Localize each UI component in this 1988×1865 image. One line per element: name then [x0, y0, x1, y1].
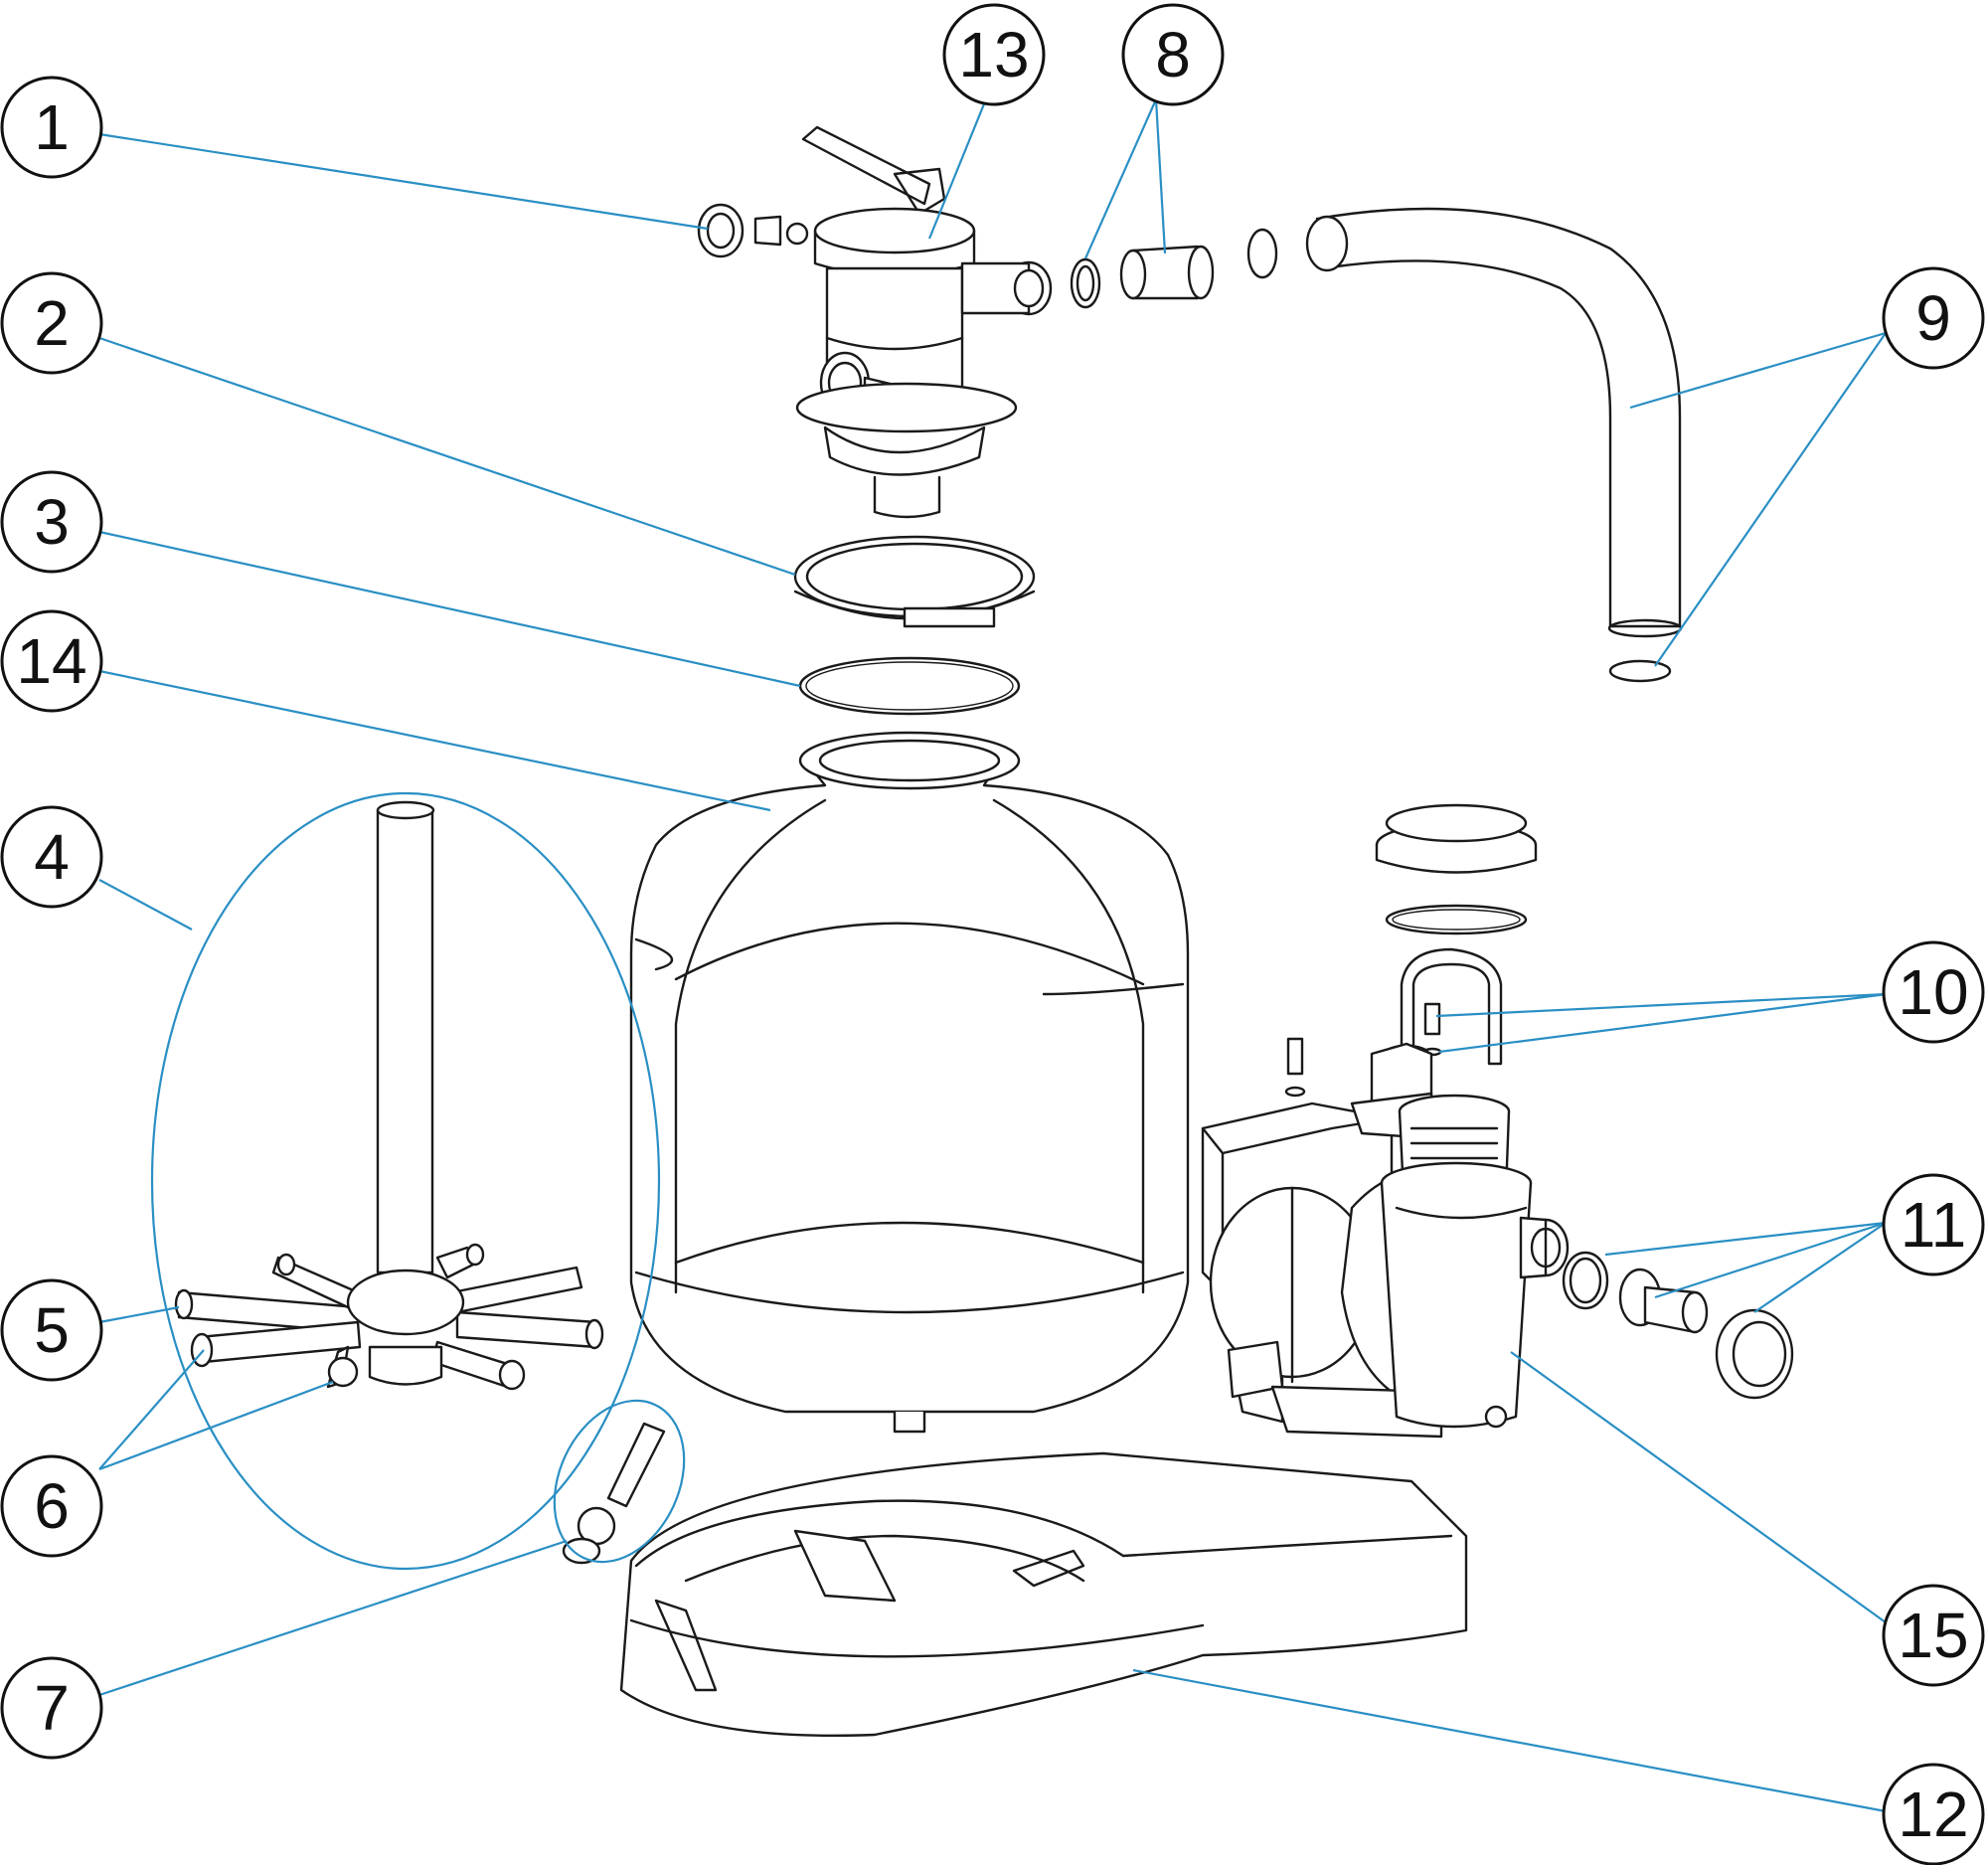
leader-line-7	[98, 1539, 568, 1697]
callout-11: 11	[1882, 1173, 1985, 1276]
pump-drawing	[1201, 1042, 1570, 1439]
leader-line-15	[1510, 1351, 1887, 1623]
leader-line-8a	[1083, 98, 1158, 259]
callout-9: 9	[1882, 266, 1985, 370]
callout-5: 5	[0, 1278, 103, 1382]
callout-label-8: 8	[1155, 19, 1191, 90]
filter-tank-drawing	[629, 731, 1190, 1434]
callout-7: 7	[0, 1656, 103, 1760]
union-connector-drawing	[1070, 245, 1215, 309]
callout-label-6: 6	[34, 1470, 70, 1542]
laterals-assembly-drawing	[174, 800, 604, 1391]
callout-label-2: 2	[34, 287, 70, 359]
callout-label-14: 14	[16, 625, 86, 697]
callout-label-4: 4	[34, 821, 70, 893]
callout-3: 3	[0, 470, 103, 574]
leader-line-2	[98, 336, 796, 577]
pressure-gauge-drawing	[697, 203, 809, 258]
clamp-ring-drawing	[793, 535, 1036, 628]
callout-13: 13	[942, 3, 1046, 106]
leader-line-9a	[1629, 331, 1887, 410]
callout-10: 10	[1882, 940, 1985, 1044]
leader-line-11c	[1753, 1222, 1887, 1313]
leader-line-14	[98, 669, 771, 812]
leader-line-8b	[1154, 98, 1167, 254]
callout-label-5: 5	[34, 1294, 70, 1366]
leader-line-13	[927, 79, 996, 240]
leader-lines	[98, 79, 1888, 1813]
leader-line-10b	[1438, 992, 1888, 1054]
callout-label-12: 12	[1898, 1779, 1968, 1850]
callout-label-13: 13	[958, 19, 1029, 90]
callout-15: 15	[1882, 1584, 1985, 1687]
callout-8: 8	[1121, 3, 1225, 106]
leader-line-11a	[1604, 1221, 1887, 1257]
callout-1: 1	[0, 76, 103, 179]
pump-lid-drawing	[1375, 803, 1538, 935]
leader-line-1	[98, 132, 709, 231]
callout-label-7: 7	[34, 1672, 70, 1744]
callout-label-15: 15	[1898, 1600, 1968, 1671]
hose-drawing	[1246, 207, 1683, 683]
pump-union-drawing	[1562, 1251, 1794, 1400]
drain-plug-group-outline	[553, 1399, 686, 1564]
leader-line-12	[1132, 1668, 1887, 1813]
callout-label-9: 9	[1915, 282, 1951, 354]
callout-14: 14	[0, 609, 103, 713]
callout-2: 2	[0, 271, 103, 375]
leader-line-6a	[98, 1349, 205, 1470]
base-drawing	[619, 1451, 1468, 1738]
callout-label-10: 10	[1898, 956, 1968, 1028]
leader-line-9b	[1654, 332, 1887, 667]
callout-label-1: 1	[34, 91, 70, 163]
callout-6: 6	[0, 1454, 103, 1558]
leader-line-3	[98, 530, 801, 688]
callout-4: 4	[0, 805, 103, 909]
callout-label-11: 11	[1901, 1189, 1966, 1261]
leader-line-11b	[1654, 1221, 1887, 1299]
laterals-group-outline	[150, 791, 661, 1571]
multiport-valve-drawing	[795, 125, 1053, 519]
leader-line-10a	[1435, 992, 1888, 1018]
callout-label-3: 3	[34, 486, 70, 558]
drain-plug-drawing	[562, 1422, 666, 1565]
leader-line-6b	[98, 1380, 334, 1471]
callout-12: 12	[1882, 1763, 1985, 1865]
leader-line-4	[98, 879, 193, 931]
o-ring-drawing	[798, 656, 1021, 716]
